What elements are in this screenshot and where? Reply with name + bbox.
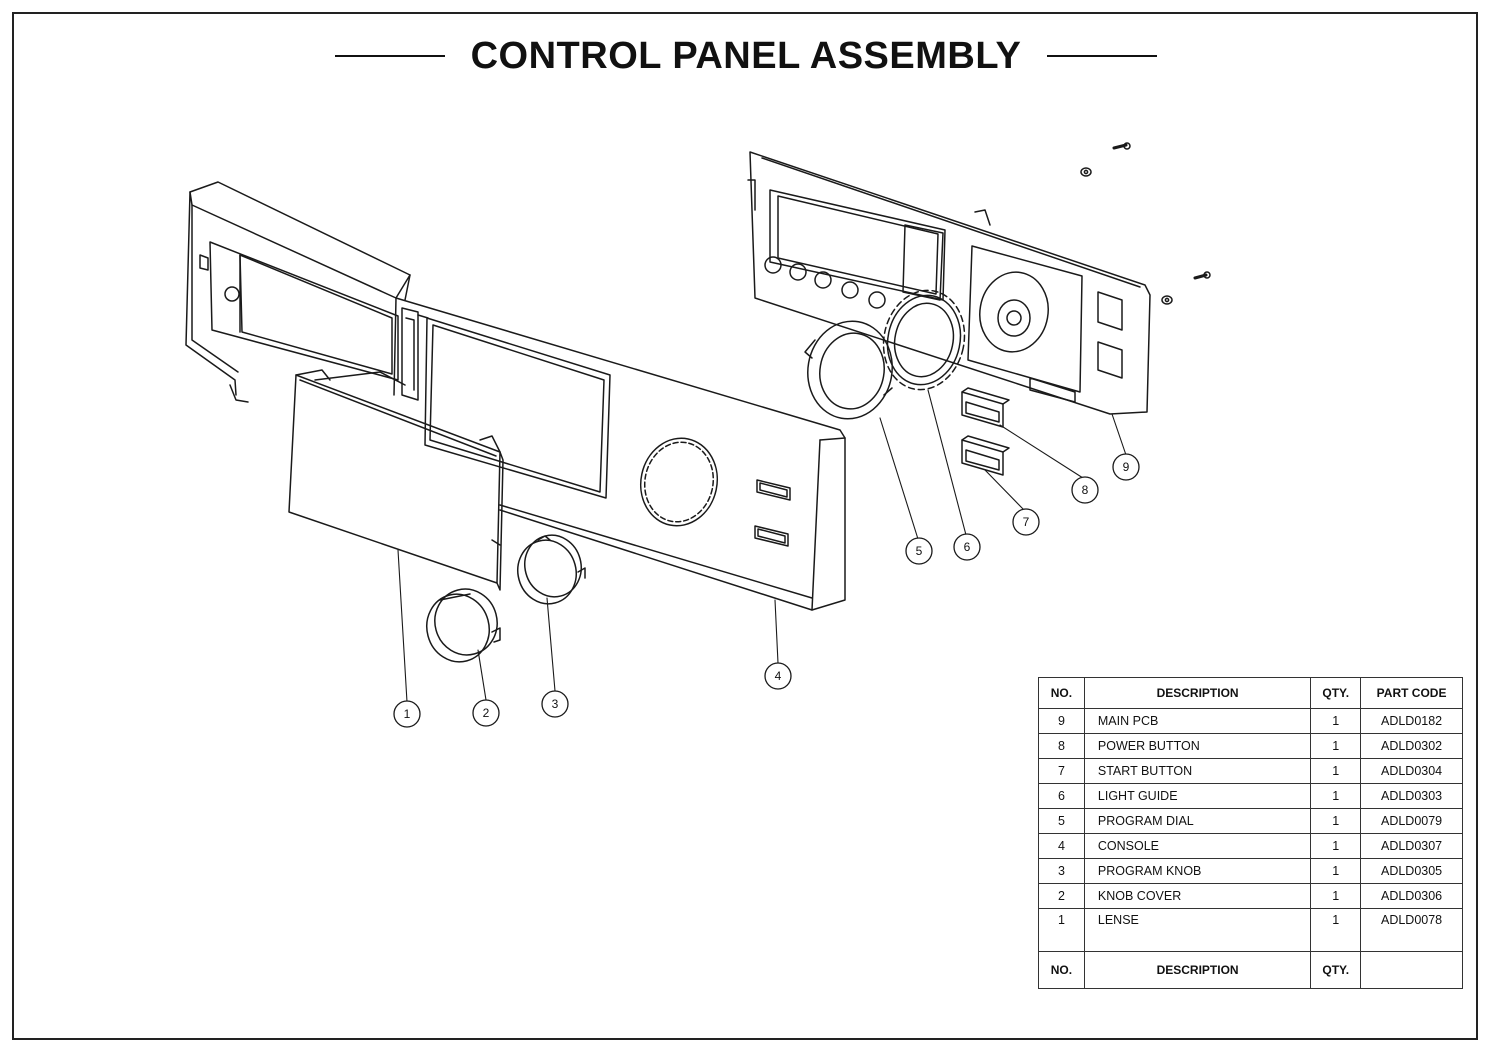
row-no: 1 (1038, 908, 1085, 952)
start-button-part (961, 435, 1010, 476)
header-description: DESCRIPTION (1083, 677, 1312, 709)
program-dial-part (804, 320, 893, 420)
row-description: CONSOLE (1083, 833, 1312, 859)
row-description: LIGHT GUIDE (1083, 783, 1312, 809)
row-part-code: ADLD0079 (1360, 808, 1463, 834)
screws-and-washers (1080, 142, 1211, 305)
row-qty: 1 (1310, 783, 1362, 809)
table-row: 3 PROGRAM KNOB 1 ADLD0305 (1038, 858, 1463, 884)
callout-3: 3 (541, 690, 569, 718)
callout-2-label: 2 (483, 706, 490, 720)
leader-lines (397, 389, 1127, 703)
knob-cover-part (426, 588, 501, 663)
parts-table-header: NO. DESCRIPTION QTY. PART CODE (1038, 677, 1463, 709)
row-description: POWER BUTTON (1083, 733, 1312, 759)
drawing-border (12, 12, 1478, 1040)
light-guide-part (882, 289, 966, 391)
callout-7: 7 (1012, 508, 1040, 536)
callout-5: 5 (905, 537, 933, 565)
header-part-code: PART CODE (1360, 677, 1463, 709)
footer-description: DESCRIPTION (1083, 951, 1312, 989)
row-description: START BUTTON (1083, 758, 1312, 784)
callout-2: 2 (472, 699, 500, 727)
parts-table: NO. DESCRIPTION QTY. PART CODE 9 MAIN PC… (1038, 677, 1463, 989)
row-no: 4 (1038, 833, 1085, 859)
row-no: 3 (1038, 858, 1085, 884)
row-no: 2 (1038, 883, 1085, 909)
callout-1: 1 (393, 700, 421, 728)
callout-5-label: 5 (916, 544, 923, 558)
row-part-code: ADLD0182 (1360, 708, 1463, 734)
table-row: 8 POWER BUTTON 1 ADLD0302 (1038, 733, 1463, 759)
callout-9-label: 9 (1123, 460, 1130, 474)
row-part-code: ADLD0302 (1360, 733, 1463, 759)
row-qty: 1 (1310, 858, 1362, 884)
row-qty: 1 (1310, 908, 1362, 952)
row-description: PROGRAM KNOB (1083, 858, 1312, 884)
footer-qty: QTY. (1310, 951, 1362, 989)
row-part-code: ADLD0307 (1360, 833, 1463, 859)
table-row: 7 START BUTTON 1 ADLD0304 (1038, 758, 1463, 784)
row-no: 8 (1038, 733, 1085, 759)
row-description: LENSE (1083, 908, 1312, 952)
row-qty: 1 (1310, 758, 1362, 784)
row-description: PROGRAM DIAL (1083, 808, 1312, 834)
row-part-code: ADLD0078 (1360, 908, 1463, 952)
header-no: NO. (1038, 677, 1085, 709)
parts-table-footer: NO. DESCRIPTION QTY. (1038, 951, 1463, 989)
row-description: MAIN PCB (1083, 708, 1312, 734)
main-pcb-part (747, 151, 1151, 415)
page-title: CONTROL PANEL ASSEMBLY (470, 34, 1022, 77)
callout-9: 9 (1112, 453, 1140, 481)
footer-no: NO. (1038, 951, 1085, 989)
table-row: 5 PROGRAM DIAL 1 ADLD0079 (1038, 808, 1463, 834)
callout-3-label: 3 (552, 697, 559, 711)
row-description: KNOB COVER (1083, 883, 1312, 909)
row-part-code: ADLD0304 (1360, 758, 1463, 784)
header-qty: QTY. (1310, 677, 1362, 709)
row-qty: 1 (1310, 733, 1362, 759)
row-qty: 1 (1310, 708, 1362, 734)
title-rule-right (1047, 55, 1158, 57)
callout-8: 8 (1071, 476, 1099, 504)
callout-1-label: 1 (404, 707, 411, 721)
callout-6: 6 (953, 533, 981, 561)
row-qty: 1 (1310, 833, 1362, 859)
row-no: 7 (1038, 758, 1085, 784)
callout-8-label: 8 (1082, 483, 1089, 497)
table-row: 4 CONSOLE 1 ADLD0307 (1038, 833, 1463, 859)
callout-7-label: 7 (1023, 515, 1030, 529)
row-qty: 1 (1310, 883, 1362, 909)
console-part (185, 181, 846, 611)
row-no: 9 (1038, 708, 1085, 734)
callout-6-label: 6 (964, 540, 971, 554)
title-rule-left (334, 55, 445, 57)
lense-part (288, 369, 504, 591)
table-row: 9 MAIN PCB 1 ADLD0182 (1038, 708, 1463, 734)
title-block: CONTROL PANEL ASSEMBLY (330, 28, 1162, 84)
table-row: 6 LIGHT GUIDE 1 ADLD0303 (1038, 783, 1463, 809)
power-button-part (961, 387, 1010, 428)
row-qty: 1 (1310, 808, 1362, 834)
row-part-code: ADLD0305 (1360, 858, 1463, 884)
program-knob-part (517, 534, 586, 605)
footer-part-code (1360, 951, 1463, 989)
callout-4-label: 4 (775, 669, 782, 683)
callout-4: 4 (764, 662, 792, 690)
row-part-code: ADLD0303 (1360, 783, 1463, 809)
table-row: 1 LENSE 1 ADLD0078 (1038, 908, 1463, 952)
row-part-code: ADLD0306 (1360, 883, 1463, 909)
table-row: 2 KNOB COVER 1 ADLD0306 (1038, 883, 1463, 909)
row-no: 6 (1038, 783, 1085, 809)
row-no: 5 (1038, 808, 1085, 834)
